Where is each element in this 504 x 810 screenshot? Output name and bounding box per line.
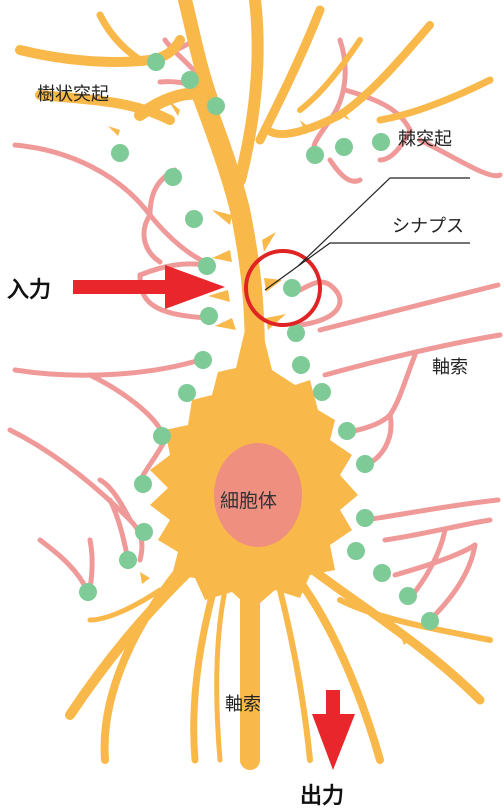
spine-label: 棘突起 (398, 125, 452, 151)
dendrite-label: 樹状突起 (37, 80, 109, 106)
soma-label: 細胞体 (220, 486, 277, 513)
output-arrow (312, 690, 355, 770)
output-label: 出力 (300, 778, 344, 810)
input-label: 入力 (7, 272, 51, 304)
synapse-label: シナプス (392, 212, 464, 238)
axon-label-right: 軸索 (432, 353, 468, 379)
axon-label-bottom: 軸索 (225, 690, 261, 716)
